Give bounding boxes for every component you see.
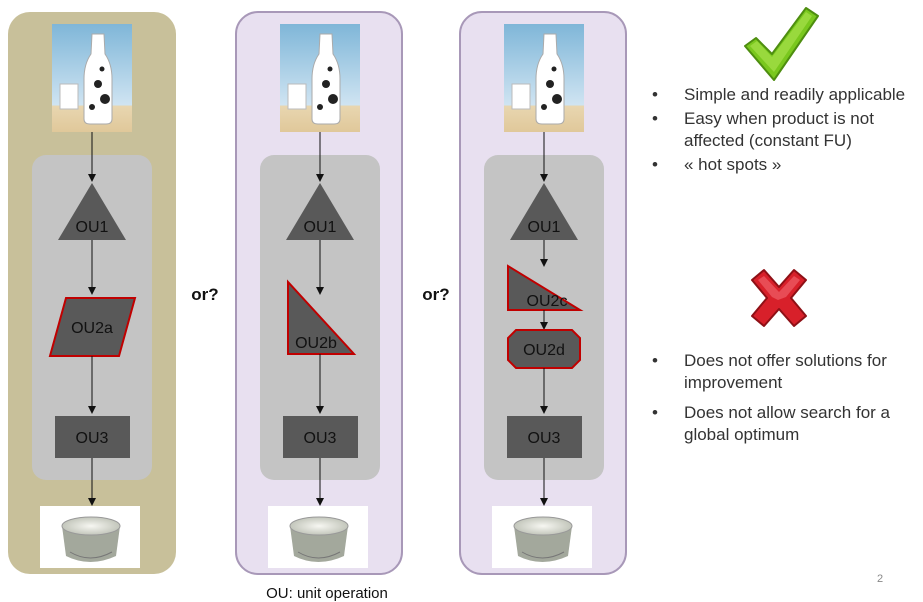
yogurt-pot-image xyxy=(491,505,593,569)
page-number: 2 xyxy=(877,573,883,585)
milk-bottle-image xyxy=(503,23,585,133)
check-icon xyxy=(744,7,819,81)
unit-operation-2b-label: OU2b xyxy=(295,335,337,352)
disadvantage-item: Does not allow search for a global optim… xyxy=(650,402,920,446)
unit-operation-1-label: OU1 xyxy=(76,219,109,236)
advantage-item: Simple and readily applicable xyxy=(650,84,920,106)
milk-bottle-image xyxy=(279,23,361,133)
or-label-1: or? xyxy=(191,285,218,304)
yogurt-pot-image xyxy=(267,505,369,569)
cross-icon xyxy=(751,269,807,327)
unit-operation-3-label: OU3 xyxy=(304,430,337,447)
unit-operation-3-label: OU3 xyxy=(76,430,109,447)
unit-operation-2a-shape xyxy=(48,297,137,357)
advantage-item: « hot spots » xyxy=(650,154,920,176)
process-column-1: OU1 OU2a OU3 xyxy=(8,12,176,574)
advantages-list: Simple and readily applicable Easy when … xyxy=(650,84,920,178)
advantage-item: Easy when product is not affected (const… xyxy=(650,108,920,152)
unit-operation-1-shape xyxy=(510,183,578,240)
unit-operation-3-shape xyxy=(55,416,130,458)
unit-operation-3-label: OU3 xyxy=(528,430,561,447)
or-label-2: or? xyxy=(422,285,449,304)
unit-operation-2b-shape xyxy=(287,279,357,355)
process-column-3: OU1 OU2c OU2d OU3 xyxy=(459,11,627,575)
caption: OU: unit operation xyxy=(266,585,388,602)
unit-operation-3-shape xyxy=(283,416,358,458)
unit-operation-1-shape xyxy=(286,183,354,240)
unit-operation-3-shape xyxy=(507,416,582,458)
unit-operation-1-shape xyxy=(58,183,126,240)
disadvantage-item: Does not offer solutions for improvement xyxy=(650,350,920,394)
unit-operation-2c-label: OU2c xyxy=(527,293,568,310)
unit-operation-1-label: OU1 xyxy=(304,219,337,236)
disadvantages-list: Does not offer solutions for improvement… xyxy=(650,350,920,454)
unit-operation-2d-shape xyxy=(507,329,581,369)
unit-operation-2d-label: OU2d xyxy=(523,342,565,359)
unit-operation-2a-label: OU2a xyxy=(71,320,113,337)
milk-bottle-image xyxy=(51,23,133,133)
process-column-2: OU1 OU2b OU3 xyxy=(235,11,403,575)
yogurt-pot-image xyxy=(39,505,141,569)
unit-operation-1-label: OU1 xyxy=(528,219,561,236)
